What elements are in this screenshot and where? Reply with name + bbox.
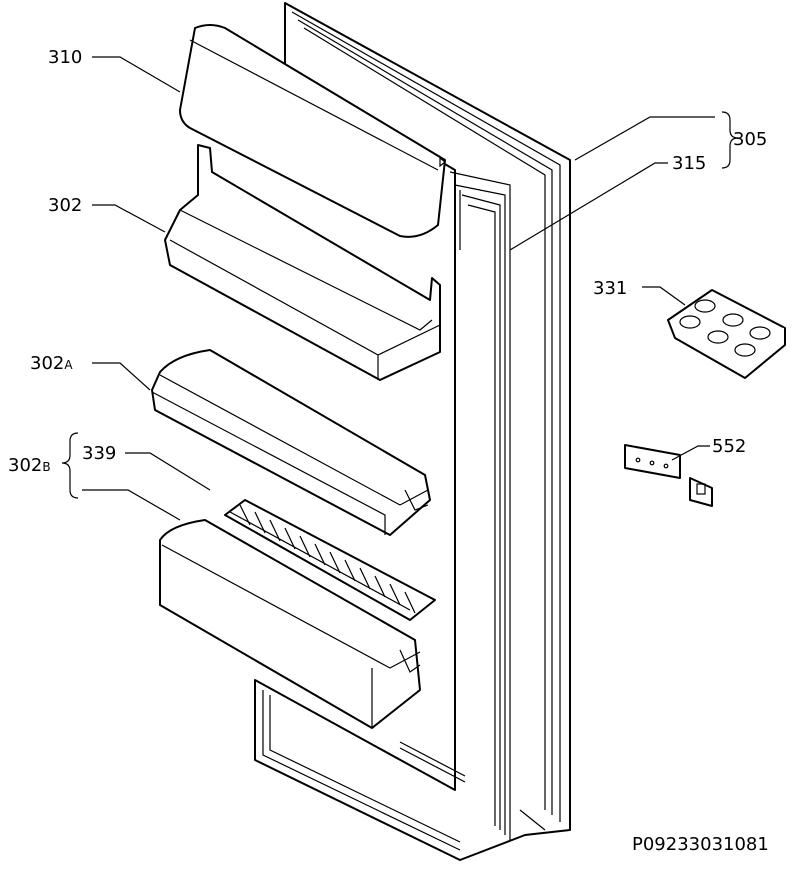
door-frame: [254, 2, 571, 861]
label-302b: 302B: [8, 455, 51, 476]
brace-305: [721, 111, 739, 169]
label-302a: 302A: [30, 353, 73, 374]
drawing-code: P09233031081: [632, 834, 769, 855]
egg-tray: [667, 289, 786, 379]
dairy-compartment-lid: [179, 24, 446, 238]
bottle-shelf-302b: [159, 519, 421, 729]
label-339: 339: [82, 443, 116, 464]
door-shelf-302: [164, 144, 441, 381]
door-shelf-302a: [151, 349, 431, 536]
label-552: 552: [712, 436, 746, 457]
door-gasket: [399, 171, 511, 840]
brace-302b: [61, 432, 79, 499]
label-331: 331: [593, 278, 627, 299]
label-302b-suffix: B: [42, 460, 50, 474]
bottle-rack-grid: [224, 499, 436, 621]
leader-lines: [82, 56, 715, 521]
hinge-bracket: [624, 444, 713, 507]
label-302a-number: 302: [30, 353, 64, 374]
label-302a-suffix: A: [64, 358, 73, 372]
label-302b-number: 302: [8, 455, 42, 476]
label-315: 315: [672, 153, 706, 174]
label-310: 310: [48, 47, 82, 68]
label-302: 302: [48, 195, 82, 216]
label-305: 305: [733, 129, 767, 150]
